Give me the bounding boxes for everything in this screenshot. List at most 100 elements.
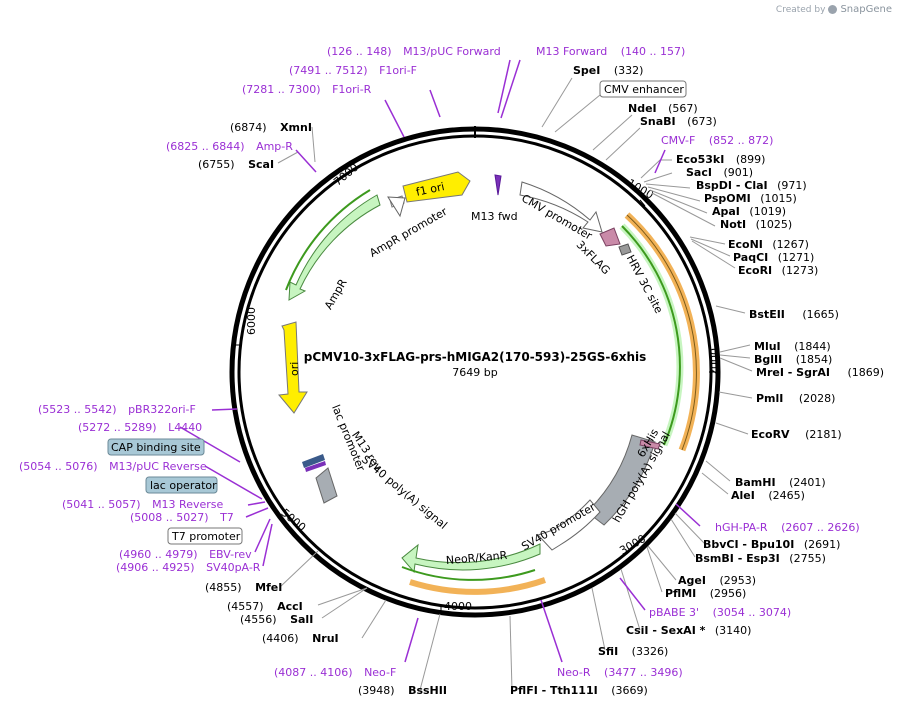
cap-site-box (107, 438, 205, 456)
primer-ebv-rev: (4960 .. 4979) EBV-rev (119, 548, 252, 561)
enzyme-spei: SpeI (332) (573, 64, 643, 77)
enzyme-nrui: (4406) NruI (262, 632, 339, 645)
primer-amp-r: (6825 .. 6844) Amp-R (166, 140, 293, 153)
enzyme-ndei: NdeI (567) (628, 102, 698, 115)
lac-stack-2 (305, 461, 326, 472)
ampr-promoter-label: AmpR promoter (367, 205, 450, 260)
tick-3000: 3000 (617, 532, 648, 557)
primer-pbabe3: pBABE 3' (3054 .. 3074) (649, 606, 791, 619)
neor-orf-green (401, 566, 536, 581)
enzyme-xmni: (6874) XmnI (230, 121, 312, 134)
tick-mark (639, 199, 646, 207)
enzyme-scai: (6755) ScaI (198, 158, 274, 171)
ampr-arrow (288, 194, 381, 301)
enzyme-econi: EcoNI (1267) (728, 238, 809, 251)
enzyme-acci: (4557) AccI (227, 600, 303, 613)
enzyme-apai: ApaI (1019) (712, 205, 786, 218)
tick-6000: 6000 (245, 307, 258, 335)
primer-pbr322ori-f: (5523 .. 5542) pBR322ori-F (38, 403, 196, 416)
primer-t7: (5008 .. 5027) T7 (130, 511, 234, 524)
brand-created-by: Created by (775, 4, 826, 15)
primer-labels: (126 .. 148) M13/pUC Forward M13 Forward… (19, 45, 860, 679)
leader-lines (277, 77, 753, 691)
enzyme-mlui: MluI (1844) (754, 340, 831, 353)
cap-site-label: CAP binding site (111, 441, 201, 454)
enzyme-sgrai: MreI - SgrAI (1869) (756, 366, 884, 379)
ori-label: ori (288, 362, 301, 376)
snapgene-logo-icon (828, 5, 838, 14)
enzyme-sali: (4556) SalI (240, 613, 313, 626)
enzyme-paqci: PaqCI (1271) (733, 251, 814, 264)
ampr-promoter-block (387, 196, 406, 218)
tick-1000: 1000 (625, 177, 656, 202)
enzyme-mfei: (4855) MfeI (205, 581, 282, 594)
enzyme-tth111i: PflFI - Tth111I (3669) (510, 684, 648, 697)
primer-f1ori-f: (7491 .. 7512) F1ori-F (289, 64, 417, 77)
tick-2000: 2000 (708, 348, 721, 376)
enzyme-bglii: BglII (1854) (754, 353, 832, 366)
enzyme-saci: SacI (901) (686, 166, 753, 179)
f1-ori-arrow (402, 171, 471, 203)
primer-marks (179, 59, 701, 663)
m13-fwd-label: M13 fwd (471, 210, 518, 223)
enzyme-ecori: EcoRI (1273) (738, 264, 818, 277)
lac-stack-1 (302, 454, 325, 468)
sv40-polya-block (315, 467, 338, 504)
flag-block (599, 227, 621, 247)
enzyme-bsshii: (3948) BssHII (358, 684, 447, 697)
sv40-promoter-arrow (537, 499, 601, 551)
ampr-orf-green (285, 189, 371, 291)
his-block (639, 439, 661, 450)
primer-l4440: (5272 .. 5289) L4440 (78, 421, 202, 434)
primer-m13-forward: M13 Forward (140 .. 157) (536, 45, 685, 58)
primer-m13-puc-reverse: (5054 .. 5076) M13/pUC Reverse (19, 460, 207, 473)
primer-cmv-f: CMV-F (852 .. 872) (661, 134, 773, 147)
enzyme-bpu10i: BbvCI - Bpu10I (2691) (703, 538, 840, 551)
plasmid-name: pCMV10-3xFLAG-prs-hMIGA2(170-593)-25GS-6… (304, 350, 647, 364)
enzyme-bamhi: BamHI (2401) (735, 476, 826, 489)
boxed-labels: CMV enhancer CAP binding site lac operat… (107, 80, 687, 545)
neor-arrow (401, 543, 541, 574)
features: f1 ori M13 fwd CMV promoter 3xFLAG HRV 3… (278, 171, 700, 595)
hrv-block (618, 243, 632, 256)
enzyme-ecorv: EcoRV (2181) (751, 428, 842, 441)
enzyme-sfii: SfiI (3326) (598, 645, 668, 658)
primer-neo-f: (4087 .. 4106) Neo-F (274, 666, 396, 679)
brand-app-name: SnapGene (840, 4, 892, 15)
tick-4000: 4000 (444, 600, 472, 613)
enzyme-alei: AleI (2465) (731, 489, 805, 502)
primer-f1ori-r: (7281 .. 7300) F1ori-R (242, 83, 372, 96)
enzyme-esp3i: BsmBI - Esp3I (2755) (695, 552, 826, 565)
orf-orange-right-line (626, 214, 697, 451)
cmv-promoter-arrow (519, 181, 603, 233)
enzyme-pflmi: PflMI (2956) (665, 587, 746, 600)
primer-sv40pa-r: (4906 .. 4925) SV40pA-R (116, 561, 261, 574)
m13-fwd-mark (494, 174, 502, 196)
enzyme-claI: BspDI - ClaI (971) (696, 179, 807, 192)
primer-m13-puc-forward: (126 .. 148) M13/pUC Forward (327, 45, 501, 58)
lac-operator-box (145, 476, 218, 494)
snapgene-brand: Created by SnapGene (776, 4, 892, 15)
orf-green-right-line (621, 225, 681, 446)
enzyme-sexai: CsiI - SexAI * (3140) (626, 624, 751, 637)
ampr-label: AmpR (322, 276, 350, 311)
enzyme-pmli: PmlI (2028) (756, 392, 835, 405)
enzyme-eco53ki: Eco53kI (899) (676, 153, 765, 166)
enzyme-agei: AgeI (2953) (678, 574, 756, 587)
enzyme-bsteii: BstEII (1665) (749, 308, 839, 321)
lac-operator-label: lac operator (150, 479, 217, 492)
enzyme-noti: NotI (1025) (720, 218, 792, 231)
neor-orf-orange (409, 577, 546, 595)
primer-hgh-pa-r: hGH-PA-R (2607 .. 2626) (715, 521, 860, 534)
enzyme-snabi: SnaBI (673) (640, 115, 717, 128)
f1-ori-label: f1 ori (415, 180, 446, 199)
cmv-enhancer-label: CMV enhancer (604, 83, 684, 96)
neor-label: NeoR/KanR (445, 549, 508, 567)
plasmid-size: 7649 bp (452, 366, 497, 379)
t7-promoter-label: T7 promoter (171, 530, 241, 543)
t7-promoter-box (167, 527, 243, 545)
cmv-enhancer-box (599, 80, 687, 98)
primer-m13-reverse: (5041 .. 5057) M13 Reverse (62, 498, 223, 511)
enzyme-pspomi: PspOMI (1015) (704, 192, 797, 205)
